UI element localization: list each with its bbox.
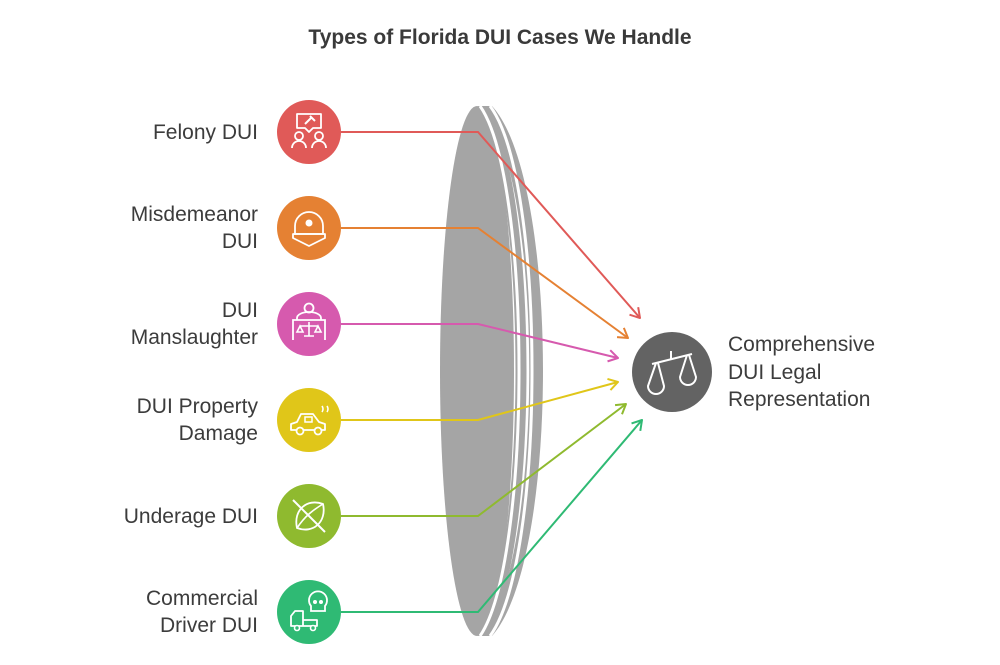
truck-skull-icon — [290, 590, 328, 632]
arrowhead — [607, 349, 619, 363]
connector-arrow — [341, 419, 643, 613]
source-node — [277, 388, 341, 452]
source-circle — [277, 388, 341, 452]
lens-highlight-2 — [488, 105, 534, 637]
damaged-car-icon — [290, 405, 329, 436]
source-label-line: Manslaughter — [130, 326, 258, 349]
source-circle — [277, 196, 341, 260]
courtroom-gavel-people-icon — [291, 113, 327, 149]
target-node — [632, 332, 712, 412]
target-circle — [632, 332, 712, 412]
source-label-line: Commercial — [145, 587, 258, 610]
source-label-line: DUI — [221, 230, 258, 253]
target-label: Comprehensive DUI Legal Representation — [728, 331, 948, 414]
lens-back-arc — [482, 106, 543, 636]
source-node — [277, 580, 341, 644]
arrowhead — [614, 403, 627, 415]
arrowhead — [607, 377, 619, 391]
police-helmet-icon — [292, 211, 326, 247]
target-label-line: Representation — [728, 388, 871, 411]
lens-middle-arc — [478, 106, 527, 636]
connector-arrow — [341, 403, 627, 517]
diagram-title: Types of Florida DUI Cases We Handle — [308, 26, 692, 49]
scales-of-justice-icon — [647, 351, 697, 395]
source-node — [277, 196, 341, 260]
no-leaf-icon — [292, 499, 326, 533]
source-label-line: Damage — [178, 422, 258, 445]
lens-shape — [440, 105, 543, 637]
source-label-line: DUI Property — [136, 395, 258, 418]
person-with-scales-icon — [292, 302, 326, 340]
source-circle — [277, 580, 341, 644]
target-label-line: Comprehensive — [728, 333, 876, 356]
connector-arrow — [341, 227, 629, 339]
source-node — [277, 292, 341, 356]
source-label: Underage DUI — [58, 503, 258, 530]
source-label: DUI Manslaughter — [58, 297, 258, 351]
source-label: Felony DUI — [58, 119, 258, 146]
lens-main-ellipse — [440, 106, 514, 636]
source-node — [277, 100, 341, 164]
source-label-line: Felony DUI — [152, 120, 258, 144]
source-node — [277, 484, 341, 548]
connector-arrow — [341, 323, 619, 359]
source-label-line: Driver DUI — [160, 614, 258, 637]
connector-arrow — [341, 131, 641, 319]
source-label-line: DUI — [221, 299, 258, 322]
source-label-line: Misdemeanor — [130, 203, 258, 226]
arrowhead — [629, 306, 641, 319]
arrowhead — [616, 327, 629, 339]
source-label-line: Underage DUI — [123, 504, 258, 528]
connector-arrow — [341, 381, 619, 421]
target-label-line: DUI Legal — [728, 360, 822, 384]
arrowhead — [631, 419, 643, 432]
